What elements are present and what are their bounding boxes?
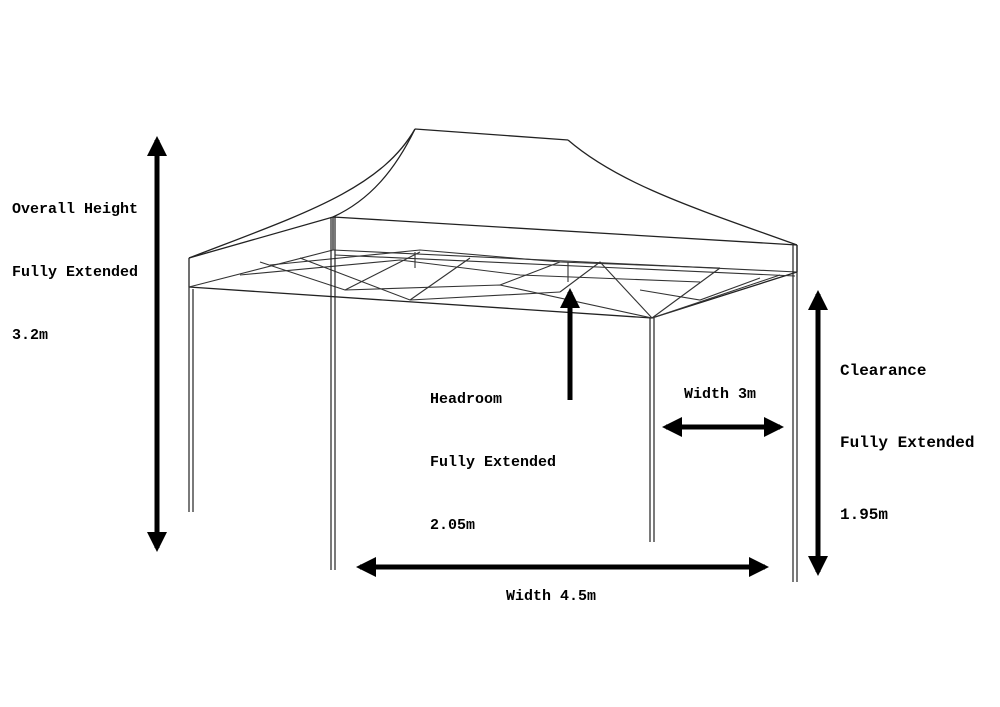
headroom-label: Headroom Fully Extended 2.05m: [430, 347, 556, 557]
headroom-value: 2.05m: [430, 517, 476, 534]
clearance-line1: Clearance: [840, 362, 927, 380]
roof-top-edge: [414, 128, 569, 141]
legs: [188, 217, 798, 582]
overall-height-label: Overall Height Fully Extended 3.2m: [12, 157, 138, 367]
overall-height-value: 3.2m: [12, 327, 49, 344]
leg-back-right: [649, 318, 655, 542]
roof-left-curve: [188, 128, 416, 259]
headroom-line1: Headroom: [430, 391, 503, 408]
headroom-line2: Fully Extended: [430, 454, 557, 471]
roof-right-curve: [567, 139, 798, 246]
roof-front-left-curve: [332, 128, 416, 218]
width-3m-label: Width 3m: [684, 386, 757, 403]
canopy: [188, 128, 798, 319]
leg-front-left: [330, 217, 336, 570]
clearance-label: Clearance Fully Extended 1.95m: [840, 311, 974, 551]
width-4-5m-label: Width 4.5m: [506, 588, 597, 605]
clearance-line2: Fully Extended: [840, 434, 975, 452]
leg-front-right: [792, 245, 798, 582]
overall-height-line1: Overall Height: [12, 201, 139, 218]
dimension-arrows: [147, 136, 828, 577]
truss-frame: [188, 249, 798, 319]
overall-height-line2: Fully Extended: [12, 264, 139, 281]
clearance-value: 1.95m: [840, 506, 889, 524]
leg-back-left: [188, 287, 194, 512]
